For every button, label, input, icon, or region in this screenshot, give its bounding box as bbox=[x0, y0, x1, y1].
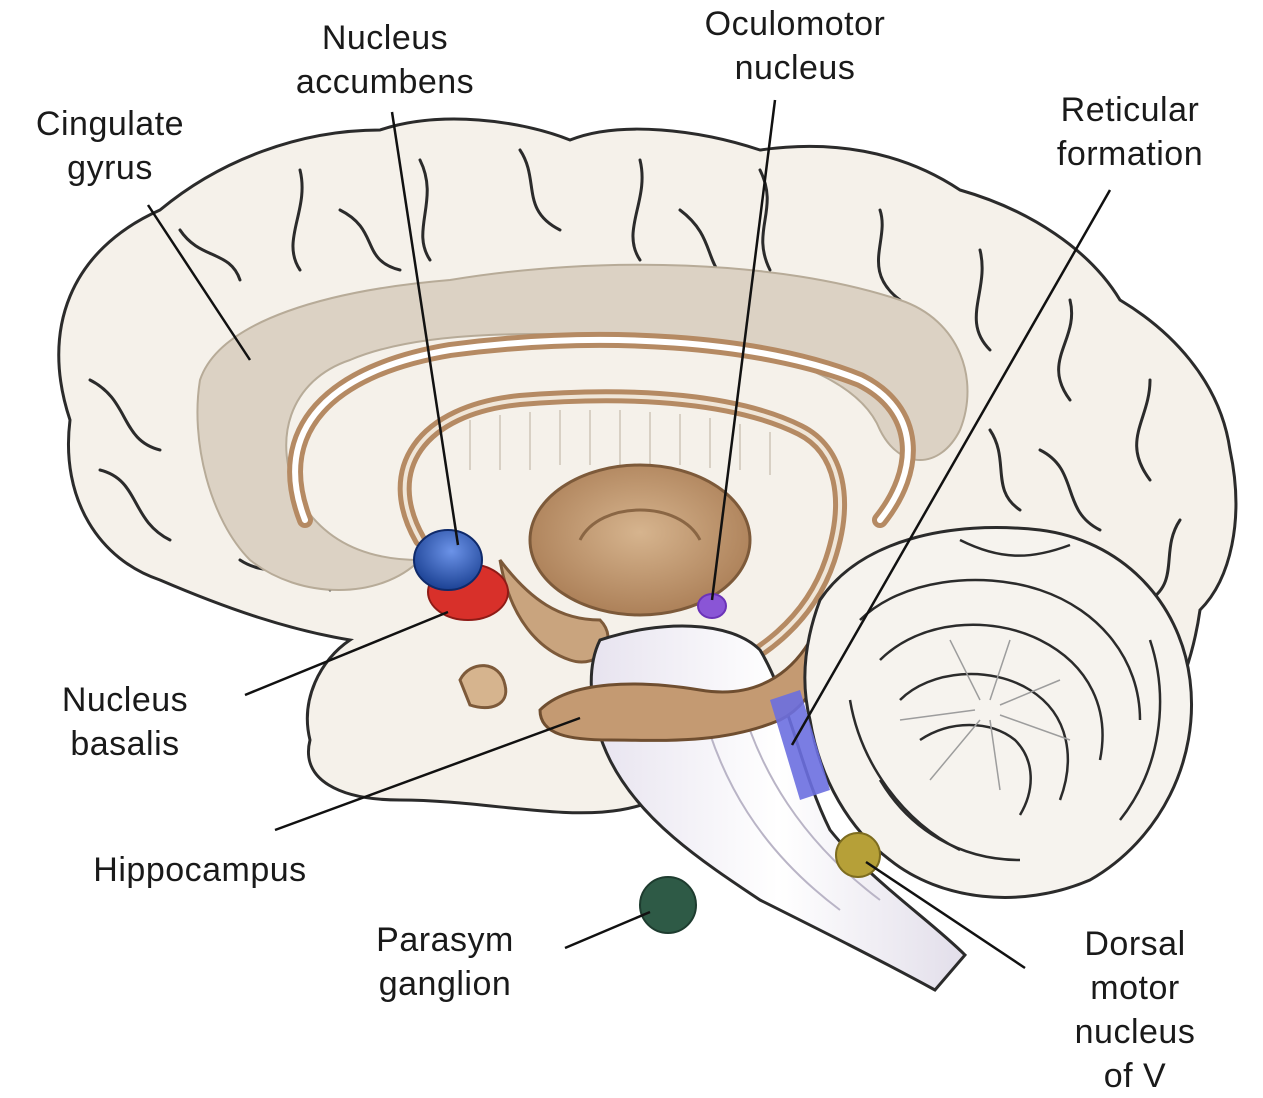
label-nucleus-accumbens: Nucleus accumbens bbox=[265, 16, 505, 104]
label-hippocampus: Hippocampus bbox=[55, 848, 345, 892]
label-oculomotor-nucleus: Oculomotor nucleus bbox=[675, 2, 915, 90]
dorsal-motor-nucleus-marker bbox=[836, 833, 880, 877]
label-nucleus-basalis: Nucleus basalis bbox=[25, 678, 225, 766]
leader-parasym-ganglion bbox=[565, 912, 650, 948]
thalamus bbox=[530, 465, 750, 615]
parasym-ganglion-marker bbox=[640, 877, 696, 933]
label-dorsal-motor-nucleus: Dorsal motor nucleus of V bbox=[1035, 922, 1235, 1098]
label-parasym-ganglion: Parasym ganglion bbox=[345, 918, 545, 1006]
nucleus-accumbens-marker bbox=[414, 530, 482, 590]
label-cingulate-gyrus: Cingulate gyrus bbox=[10, 102, 210, 190]
label-reticular-formation: Reticular formation bbox=[1025, 88, 1235, 176]
